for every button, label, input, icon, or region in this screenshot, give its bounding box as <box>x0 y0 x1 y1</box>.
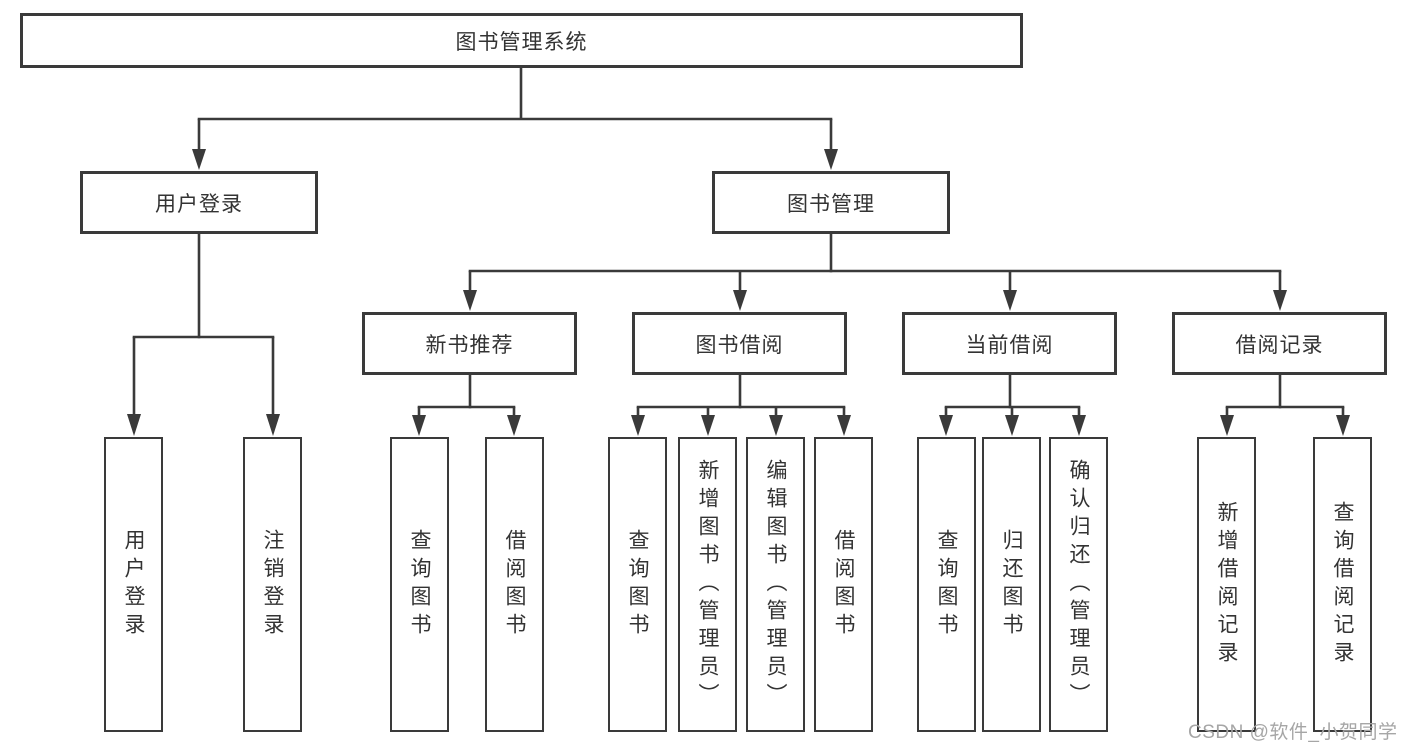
leaf-add-book-admin: 新增图书（管理员） <box>678 437 737 732</box>
node-user-login: 用户登录 <box>80 171 318 234</box>
leaf-add-borrow-record: 新增借阅记录 <box>1197 437 1256 732</box>
node-label: 图书管理 <box>787 192 875 216</box>
arrowhead <box>1003 290 1017 311</box>
arrowhead <box>631 415 645 436</box>
node-new-book-recommend: 新书推荐 <box>362 312 577 375</box>
arrowhead <box>463 290 477 311</box>
node-label: 新增借阅记录 <box>1215 500 1238 669</box>
arrowhead <box>1336 415 1350 436</box>
node-label: 借阅图书 <box>503 528 526 641</box>
arrowhead <box>266 414 280 436</box>
arrowhead <box>939 415 953 436</box>
arrowhead <box>824 149 838 170</box>
arrowhead <box>1072 415 1086 436</box>
node-book-management: 图书管理 <box>712 171 950 234</box>
leaf-borrow-books: 借阅图书 <box>485 437 544 732</box>
node-label: 确认归还（管理员） <box>1067 458 1090 711</box>
leaf-confirm-return-admin: 确认归还（管理员） <box>1049 437 1108 732</box>
leaf-query-borrow-record: 查询借阅记录 <box>1313 437 1372 732</box>
arrowhead <box>507 415 521 436</box>
leaf-return-book: 归还图书 <box>982 437 1041 732</box>
node-label: 注销登录 <box>261 528 284 641</box>
node-book-borrow: 图书借阅 <box>632 312 847 375</box>
node-label: 归还图书 <box>1000 528 1023 641</box>
arrowhead <box>837 415 851 436</box>
arrowhead <box>127 414 141 436</box>
node-root-system: 图书管理系统 <box>20 13 1023 68</box>
node-label: 查询图书 <box>408 528 431 641</box>
leaf-query-books: 查询图书 <box>390 437 449 732</box>
node-label: 新书推荐 <box>425 333 514 357</box>
node-label: 借阅记录 <box>1235 333 1324 357</box>
node-label: 查询图书 <box>935 528 958 641</box>
arrowhead <box>1273 290 1287 311</box>
node-label: 查询借阅记录 <box>1331 500 1354 669</box>
node-label: 新增图书（管理员） <box>696 458 719 711</box>
leaf-user-login: 用户登录 <box>104 437 163 732</box>
node-current-borrow: 当前借阅 <box>902 312 1117 375</box>
leaf-logout: 注销登录 <box>243 437 302 732</box>
node-borrow-records: 借阅记录 <box>1172 312 1387 375</box>
arrowhead <box>733 290 747 311</box>
leaf-borrow-books: 借阅图书 <box>814 437 873 732</box>
arrowhead <box>192 149 206 170</box>
node-label: 借阅图书 <box>832 528 855 641</box>
leaf-edit-book-admin: 编辑图书（管理员） <box>746 437 805 732</box>
leaf-query-books: 查询图书 <box>917 437 976 732</box>
node-label: 用户登录 <box>155 192 243 216</box>
node-label: 图书管理系统 <box>455 30 588 54</box>
node-label: 用户登录 <box>122 528 145 641</box>
leaf-query-books: 查询图书 <box>608 437 667 732</box>
arrowhead <box>1005 415 1019 436</box>
node-label: 图书借阅 <box>695 333 784 357</box>
arrowhead <box>701 415 715 436</box>
node-label: 查询图书 <box>626 528 649 641</box>
csdn-watermark: CSDN @软件_小贺同学 <box>1188 722 1398 743</box>
arrowhead <box>1220 415 1234 436</box>
arrowhead <box>769 415 783 436</box>
node-label: 编辑图书（管理员） <box>764 458 787 711</box>
arrowhead <box>412 415 426 436</box>
node-label: 当前借阅 <box>965 333 1054 357</box>
